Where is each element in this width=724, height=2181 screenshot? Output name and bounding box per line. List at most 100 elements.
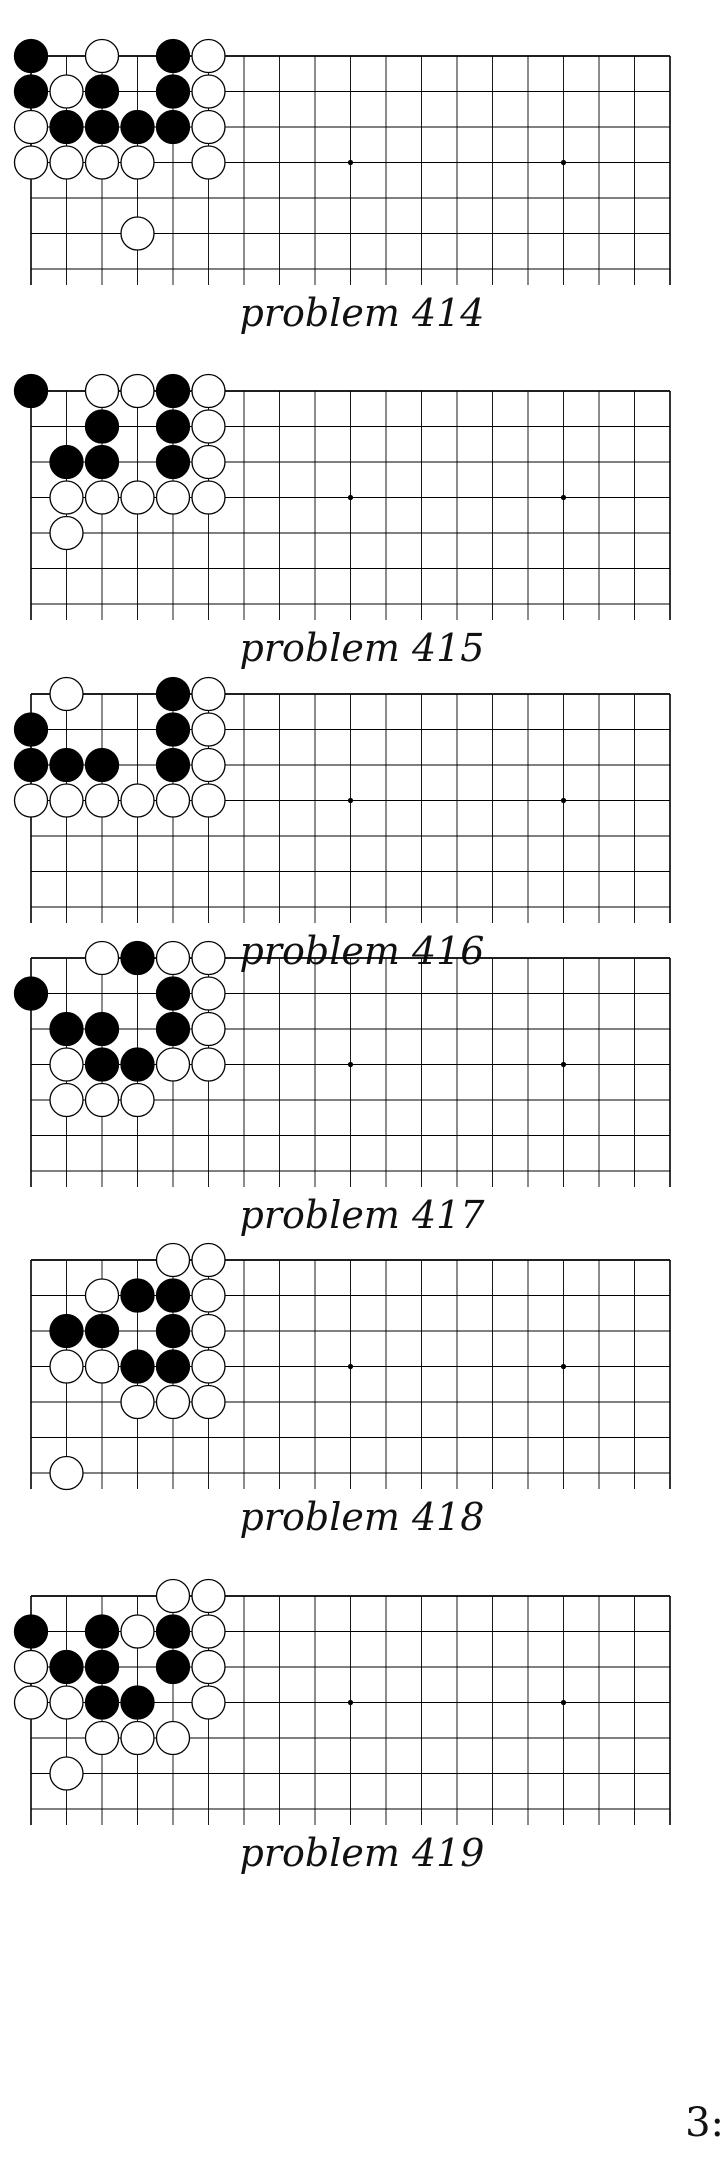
white-stone (191, 480, 226, 515)
black-stone (155, 373, 191, 409)
white-stone (49, 480, 84, 515)
black-stone (155, 1649, 191, 1685)
black-stone (155, 409, 191, 444)
go-board (30, 1242, 671, 1491)
white-stone (49, 515, 84, 551)
white-stone (13, 1685, 49, 1720)
black-stone (84, 1313, 120, 1349)
problem-caption: problem 416 (239, 929, 485, 973)
white-stone (49, 1047, 84, 1082)
white-stone (155, 480, 191, 515)
white-stone (120, 216, 155, 251)
black-stone (49, 444, 84, 480)
white-stone (84, 940, 120, 976)
black-stone (155, 1614, 191, 1649)
problem-caption: problem 419 (239, 1831, 485, 1875)
problem-caption: problem 414 (239, 291, 485, 335)
problem-caption: problem 417 (239, 1193, 485, 1237)
go-board (13, 940, 671, 1187)
white-stone (191, 1578, 226, 1614)
black-stone (84, 444, 120, 480)
black-stone (49, 747, 84, 783)
black-stone (13, 1614, 49, 1649)
star-point (347, 797, 354, 804)
problem-caption: problem 415 (239, 626, 485, 670)
white-stone (191, 783, 226, 818)
black-stone (84, 1649, 120, 1685)
white-stone (191, 1011, 226, 1047)
white-stone (191, 676, 226, 712)
white-stone (49, 1685, 84, 1720)
black-stone (155, 74, 191, 109)
black-stone (49, 1011, 84, 1047)
black-stone (155, 109, 191, 145)
white-stone (13, 1649, 49, 1685)
black-stone (155, 444, 191, 480)
white-stone (191, 1278, 226, 1313)
black-stone (84, 1685, 120, 1720)
go-board (13, 373, 671, 620)
black-stone (155, 676, 191, 712)
white-stone (155, 1242, 191, 1278)
white-stone (84, 1349, 120, 1384)
problem-block: problem 419 (0, 1558, 724, 1884)
white-stone (191, 109, 226, 145)
black-stone (84, 747, 120, 783)
white-stone (191, 409, 226, 444)
black-stone (120, 109, 155, 145)
white-stone (191, 444, 226, 480)
white-stone (191, 1685, 226, 1720)
black-stone (155, 1349, 191, 1384)
white-stone (84, 373, 120, 409)
white-stone (191, 712, 226, 747)
white-stone (191, 38, 226, 74)
white-stone (155, 1720, 191, 1756)
black-stone (155, 1278, 191, 1313)
problem-block: problem 414 (0, 18, 724, 344)
white-stone (155, 1384, 191, 1420)
black-stone (155, 1313, 191, 1349)
black-stone (49, 1313, 84, 1349)
star-point (347, 1699, 354, 1706)
white-stone (120, 145, 155, 180)
problem-caption: problem 418 (239, 1495, 485, 1539)
black-stone (13, 38, 49, 74)
problem-block: problem 417 (0, 920, 724, 1246)
black-stone (155, 976, 191, 1011)
white-stone (84, 38, 120, 74)
black-stone (120, 1685, 155, 1720)
white-stone (120, 1384, 155, 1420)
white-stone (191, 976, 226, 1011)
go-board (13, 38, 671, 285)
white-stone (13, 145, 49, 180)
white-stone (191, 1313, 226, 1349)
black-stone (13, 747, 49, 783)
black-stone (84, 1047, 120, 1082)
white-stone (191, 1649, 226, 1685)
problem-block: problem 418 (0, 1222, 724, 1548)
white-stone (13, 109, 49, 145)
white-stone (191, 373, 226, 409)
white-stone (191, 1349, 226, 1384)
star-point (560, 1363, 567, 1370)
problem-block: problem 415 (0, 353, 724, 679)
go-board (13, 676, 671, 923)
black-stone (120, 1349, 155, 1384)
white-stone (155, 1578, 191, 1614)
white-stone (191, 74, 226, 109)
black-stone (49, 1649, 84, 1685)
black-stone (13, 373, 49, 409)
white-stone (84, 783, 120, 818)
white-stone (49, 1349, 84, 1384)
white-stone (191, 747, 226, 783)
white-stone (49, 1455, 84, 1491)
white-stone (84, 1720, 120, 1756)
white-stone (120, 1082, 155, 1118)
white-stone (84, 480, 120, 515)
white-stone (49, 145, 84, 180)
star-point (560, 1061, 567, 1068)
black-stone (13, 976, 49, 1011)
white-stone (191, 1384, 226, 1420)
white-stone (49, 1082, 84, 1118)
